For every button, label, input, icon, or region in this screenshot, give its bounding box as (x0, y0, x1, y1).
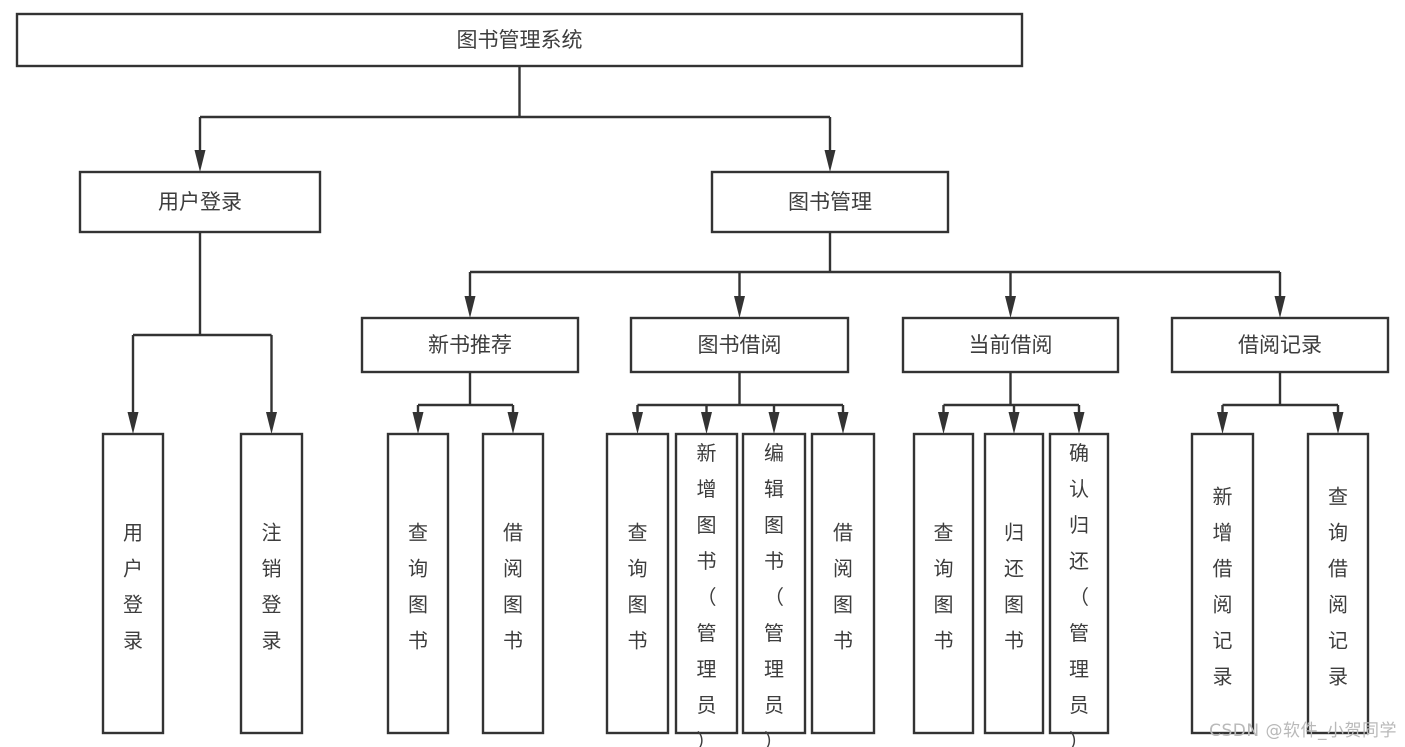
node-current-return-book[interactable]: 归还图书 (983, 432, 1045, 735)
arrow-head (768, 412, 780, 434)
arrow-head (1073, 412, 1085, 434)
node-box-book-borrow (629, 316, 850, 374)
node-borrow-borrow-book[interactable]: 借阅图书 (810, 432, 876, 735)
node-borrow-add-book[interactable]: 新增图书（管理员） (674, 432, 739, 747)
node-box-new-book-recommend (360, 316, 580, 374)
node-label-recommend-borrow-book: 借阅图书 (503, 521, 523, 653)
node-box-current-confirm-return (1048, 432, 1110, 735)
arrow-head (1008, 412, 1020, 434)
node-box-current-return-book (983, 432, 1045, 735)
node-records-add[interactable]: 新增借阅记录 (1190, 432, 1255, 735)
node-box-borrow-records (1170, 316, 1390, 374)
node-borrow-records[interactable]: 借阅记录 (1170, 316, 1390, 374)
node-label-user-logout-leaf: 注销登录 (262, 521, 282, 653)
arrow-head (734, 296, 745, 318)
node-current-query-book[interactable]: 查询图书 (912, 432, 975, 735)
node-layer: 图书管理系统用户登录用户登录注销登录图书管理新书推荐查询图书借阅图书图书借阅查询… (15, 12, 1390, 747)
node-label-root: 图书管理系统 (457, 28, 583, 52)
node-box-recommend-query-book (386, 432, 450, 735)
arrow-head (701, 412, 712, 434)
node-borrow-query-book[interactable]: 查询图书 (605, 432, 670, 735)
node-borrow-edit-book[interactable]: 编辑图书（管理员） (741, 432, 807, 747)
arrow-head (1274, 296, 1286, 318)
node-box-current-borrow (901, 316, 1120, 374)
node-label-book-borrow: 图书借阅 (698, 333, 782, 357)
node-user-login[interactable]: 用户登录 (78, 170, 322, 234)
node-label-borrow-add-book: 新增图书（管理员） (697, 441, 717, 747)
node-box-borrow-edit-book (741, 432, 807, 735)
node-user-logout-leaf[interactable]: 注销登录 (239, 432, 304, 735)
arrow-head (127, 412, 139, 434)
node-new-book-recommend[interactable]: 新书推荐 (360, 316, 580, 374)
node-user-login-leaf[interactable]: 用户登录 (101, 432, 165, 735)
node-book-management[interactable]: 图书管理 (710, 170, 950, 234)
node-label-current-borrow: 当前借阅 (969, 333, 1053, 357)
node-box-user-login (78, 170, 322, 234)
node-label-borrow-query-book: 查询图书 (628, 521, 648, 653)
node-label-user-login: 用户登录 (158, 190, 242, 214)
connector-layer (127, 66, 1344, 434)
node-book-borrow[interactable]: 图书借阅 (629, 316, 850, 374)
node-label-borrow-edit-book: 编辑图书（管理员） (764, 441, 784, 747)
node-label-current-query-book: 查询图书 (934, 521, 954, 653)
arrow-head (1217, 412, 1228, 434)
arrow-head (464, 296, 476, 318)
node-box-user-login-leaf (101, 432, 165, 735)
node-label-current-confirm-return: 确认归还（管理员） (1069, 441, 1089, 747)
node-current-borrow[interactable]: 当前借阅 (901, 316, 1120, 374)
node-label-current-return-book: 归还图书 (1004, 521, 1024, 653)
node-label-borrow-borrow-book: 借阅图书 (833, 521, 853, 653)
node-label-borrow-records: 借阅记录 (1238, 333, 1322, 357)
node-label-book-management: 图书管理 (788, 190, 872, 214)
node-recommend-borrow-book[interactable]: 借阅图书 (481, 432, 545, 735)
arrow-head (266, 412, 277, 434)
node-root[interactable]: 图书管理系统 (15, 12, 1024, 68)
node-label-new-book-recommend: 新书推荐 (428, 333, 512, 357)
arrow-head (507, 412, 519, 434)
arrow-head (938, 412, 949, 434)
arrow-head (837, 412, 849, 434)
node-label-records-add: 新增借阅记录 (1213, 485, 1233, 689)
arrow-head (194, 150, 206, 172)
node-label-user-login-leaf: 用户登录 (123, 521, 143, 653)
node-box-borrow-add-book (674, 432, 739, 735)
node-box-borrow-query-book (605, 432, 670, 735)
arrow-head (632, 412, 643, 434)
arrow-head (824, 150, 836, 172)
node-recommend-query-book[interactable]: 查询图书 (386, 432, 450, 735)
node-box-root (15, 12, 1024, 68)
arrow-head (1332, 412, 1344, 434)
node-label-recommend-query-book: 查询图书 (408, 521, 428, 653)
node-box-borrow-borrow-book (810, 432, 876, 735)
node-records-query[interactable]: 查询借阅记录 (1306, 432, 1370, 735)
node-current-confirm-return[interactable]: 确认归还（管理员） (1048, 432, 1110, 747)
node-box-recommend-borrow-book (481, 432, 545, 735)
node-box-user-logout-leaf (239, 432, 304, 735)
arrow-head (412, 412, 424, 434)
node-label-records-query: 查询借阅记录 (1328, 485, 1348, 689)
node-box-current-query-book (912, 432, 975, 735)
node-box-records-query (1306, 432, 1370, 735)
arrow-head (1005, 296, 1016, 318)
node-box-book-management (710, 170, 950, 234)
node-box-records-add (1190, 432, 1255, 735)
